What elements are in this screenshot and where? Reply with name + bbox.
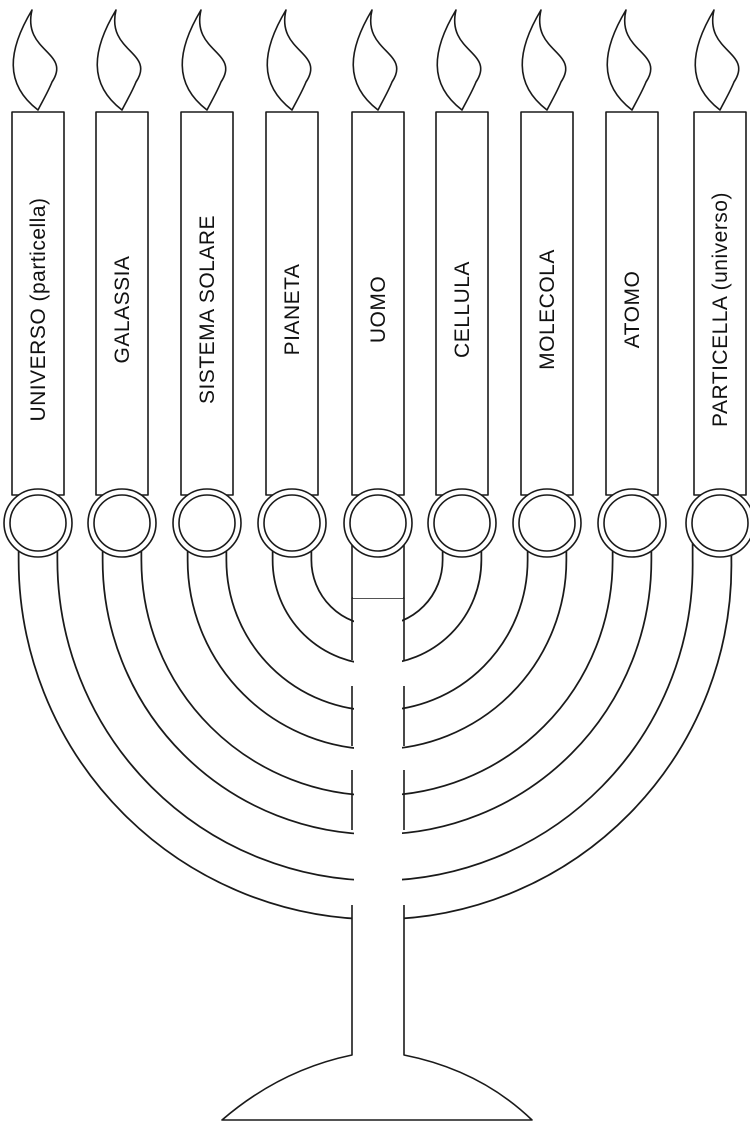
flame-icon — [353, 10, 397, 110]
menorah-base — [222, 905, 532, 1120]
flame-icon — [607, 10, 651, 110]
flame-icon — [13, 10, 57, 110]
candle-label: MOLECOLA — [536, 249, 559, 370]
candle-8: ATOMO — [598, 10, 666, 557]
candles: UNIVERSO (particella) GALASSIA SISTEMA SOL… — [4, 10, 750, 557]
candle-holder-cup — [604, 495, 660, 551]
candle-label: UOMO — [367, 276, 390, 343]
candle-holder-cup — [264, 495, 320, 551]
candle-holder-cup — [519, 495, 575, 551]
flame-icon — [182, 10, 226, 110]
candle-6: CELLULA — [428, 10, 496, 557]
candle-2: GALASSIA — [88, 10, 156, 557]
flame-icon — [97, 10, 141, 110]
candle-holder-cup — [179, 495, 235, 551]
candle-5: UOMO — [344, 10, 412, 557]
flame-icon — [695, 10, 739, 110]
candle-holder-cup — [434, 495, 490, 551]
flame-icon — [522, 10, 566, 110]
candle-label: CELLULA — [451, 261, 474, 358]
flame-icon — [267, 10, 311, 110]
candle-1: UNIVERSO (particella) — [4, 10, 72, 557]
candle-4: PIANETA — [258, 10, 326, 557]
candle-holder-cup — [94, 495, 150, 551]
menorah-arms — [38, 540, 712, 920]
candle-label: PIANETA — [281, 264, 304, 356]
candle-holder-cup — [10, 495, 66, 551]
candle-label: GALASSIA — [111, 256, 134, 364]
candle-holder-cup — [692, 495, 748, 551]
candle-9: PARTICELLA (universo) — [686, 10, 750, 557]
candle-holder-cup — [350, 495, 406, 551]
candle-7: MOLECOLA — [513, 10, 581, 557]
flame-icon — [437, 10, 481, 110]
candle-label: ATOMO — [621, 271, 644, 349]
candle-label: UNIVERSO (particella) — [27, 197, 50, 421]
candle-label: PARTICELLA (universo) — [709, 192, 732, 427]
candle-3: SISTEMA SOLARE — [173, 10, 241, 557]
candle-label: SISTEMA SOLARE — [196, 215, 219, 404]
